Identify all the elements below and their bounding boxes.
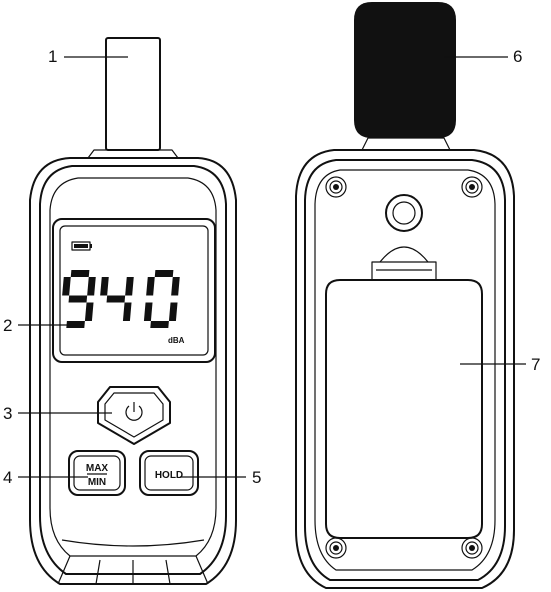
digit	[62, 270, 96, 328]
digit-segment	[154, 270, 174, 277]
screw-top-right	[461, 176, 483, 198]
digit-segment	[106, 295, 126, 303]
callout-1: 1	[48, 47, 128, 66]
reading-value: 94.0	[0, 0, 2, 1]
callout-3: 3	[3, 404, 112, 423]
microphone-rod	[87, 37, 179, 159]
screw-top-left	[325, 176, 347, 198]
battery-cover	[325, 279, 483, 539]
digit-segment	[70, 270, 90, 277]
power-icon	[125, 402, 143, 421]
callout-3-number: 3	[3, 404, 12, 423]
callout-4-number: 4	[3, 468, 12, 487]
unit-label: dBA	[168, 336, 185, 345]
digit-segment	[68, 295, 88, 303]
max-min-button[interactable]: MAX MIN	[68, 450, 126, 496]
digit-segment	[168, 302, 178, 321]
digit	[100, 277, 134, 321]
hold-label: HOLD	[155, 470, 183, 481]
back-view	[295, 2, 515, 589]
callout-6: 6	[444, 47, 522, 66]
callout-7: 7	[460, 355, 540, 374]
foam-windscreen	[354, 2, 456, 151]
max-label: MAX	[86, 463, 109, 474]
battery-icon	[71, 241, 92, 251]
digit-segment	[62, 277, 71, 296]
back-housing	[295, 149, 515, 589]
reading-digits: 94.0	[0, 0, 180, 328]
digit-segment	[171, 277, 180, 296]
screw-bottom-right	[461, 537, 483, 559]
digit-segment	[84, 302, 94, 321]
lcd-display: 94.0 dBA	[0, 0, 216, 363]
callout-2: 2	[3, 316, 78, 335]
callout-1-number: 1	[48, 47, 57, 66]
battery-cover-latch	[371, 246, 437, 281]
callout-5: 5	[180, 468, 261, 487]
callout-4: 4	[3, 468, 88, 487]
digit-segment	[87, 277, 96, 296]
callout-6-number: 6	[513, 47, 522, 66]
digit-segment	[146, 277, 155, 296]
digit-segment	[125, 277, 134, 296]
callout-2-number: 2	[3, 316, 12, 335]
power-button[interactable]	[97, 386, 171, 445]
front-view: 94.0 dBA MAX MIN HOLD	[0, 0, 237, 585]
digit-segment	[122, 302, 132, 321]
min-label: MIN	[88, 477, 106, 488]
callout-7-number: 7	[531, 355, 540, 374]
screw-bottom-left	[325, 537, 347, 559]
front-housing	[29, 157, 237, 585]
digit	[143, 270, 180, 328]
digit-segment	[100, 277, 109, 296]
hold-button[interactable]: HOLD	[139, 450, 199, 496]
digit-segment	[150, 321, 169, 328]
callout-5-number: 5	[252, 468, 261, 487]
tripod-mount	[385, 194, 423, 232]
digit-segment	[143, 302, 153, 321]
